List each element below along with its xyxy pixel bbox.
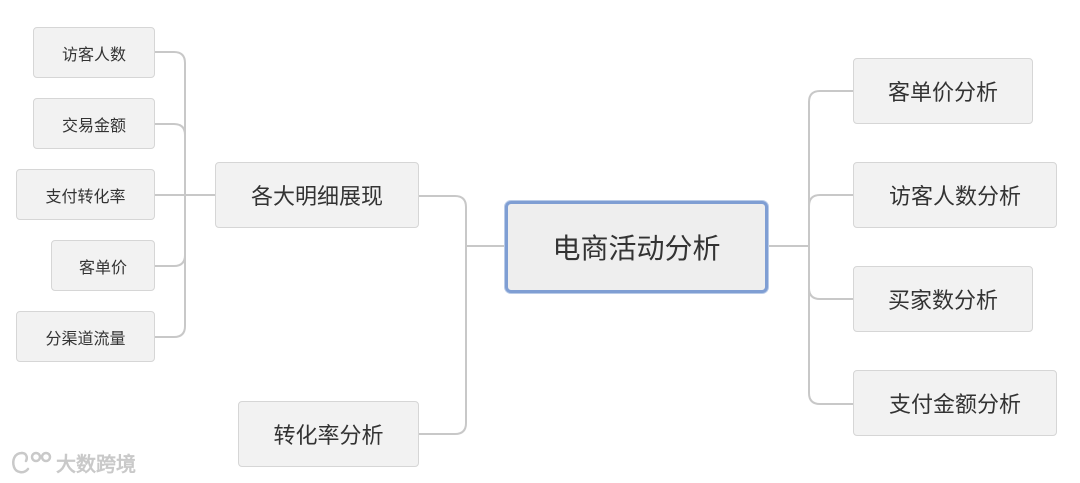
branch-node-conversion[interactable]: 转化率分析 <box>238 401 419 467</box>
right-node-unit-price-analysis-label: 客单价分析 <box>887 81 998 106</box>
leaf-node-unit-price-label: 客单价 <box>78 257 127 277</box>
branch-node-conversion-label: 转化率分析 <box>273 424 384 449</box>
connector-right-3 <box>808 287 855 300</box>
logo-icon <box>12 451 52 473</box>
right-node-buyer-analysis[interactable]: 买家数分析 <box>853 266 1033 332</box>
connector-detail-mid2 <box>154 123 186 136</box>
leaf-node-channel-traffic[interactable]: 分渠道流量 <box>16 311 155 362</box>
leaf-node-transaction-amount-label: 交易金额 <box>61 115 126 135</box>
right-node-payment-analysis-label: 支付金额分析 <box>888 393 1021 418</box>
connector-left-trunk <box>417 195 467 435</box>
leaf-node-channel-traffic-label: 分渠道流量 <box>45 328 126 348</box>
connector-right-trunk <box>808 90 855 405</box>
watermark: 大数跨境 <box>10 448 136 477</box>
right-node-payment-analysis[interactable]: 支付金额分析 <box>853 370 1057 436</box>
right-node-buyer-analysis-label: 买家数分析 <box>887 289 998 314</box>
right-node-unit-price-analysis[interactable]: 客单价分析 <box>853 58 1033 124</box>
leaf-node-payment-conversion-label: 支付转化率 <box>45 186 126 206</box>
leaf-node-visitors-label: 访客人数 <box>61 44 126 64</box>
branch-node-details[interactable]: 各大明细展现 <box>215 162 419 228</box>
root-node-label: 电商活动分析 <box>552 232 721 265</box>
root-node[interactable]: 电商活动分析 <box>505 201 768 293</box>
watermark-text: 大数跨境 <box>56 452 136 476</box>
leaf-node-visitors[interactable]: 访客人数 <box>33 27 155 78</box>
branch-node-details-label: 各大明细展现 <box>250 185 383 210</box>
right-node-visitor-analysis-label: 访客人数分析 <box>888 185 1021 210</box>
connector-right-2 <box>808 194 855 207</box>
leaf-node-payment-conversion[interactable]: 支付转化率 <box>16 169 155 220</box>
leaf-node-unit-price[interactable]: 客单价 <box>51 240 155 291</box>
connector-detail-mid4 <box>154 254 186 267</box>
leaf-node-transaction-amount[interactable]: 交易金额 <box>33 98 155 149</box>
right-node-visitor-analysis[interactable]: 访客人数分析 <box>853 162 1057 228</box>
